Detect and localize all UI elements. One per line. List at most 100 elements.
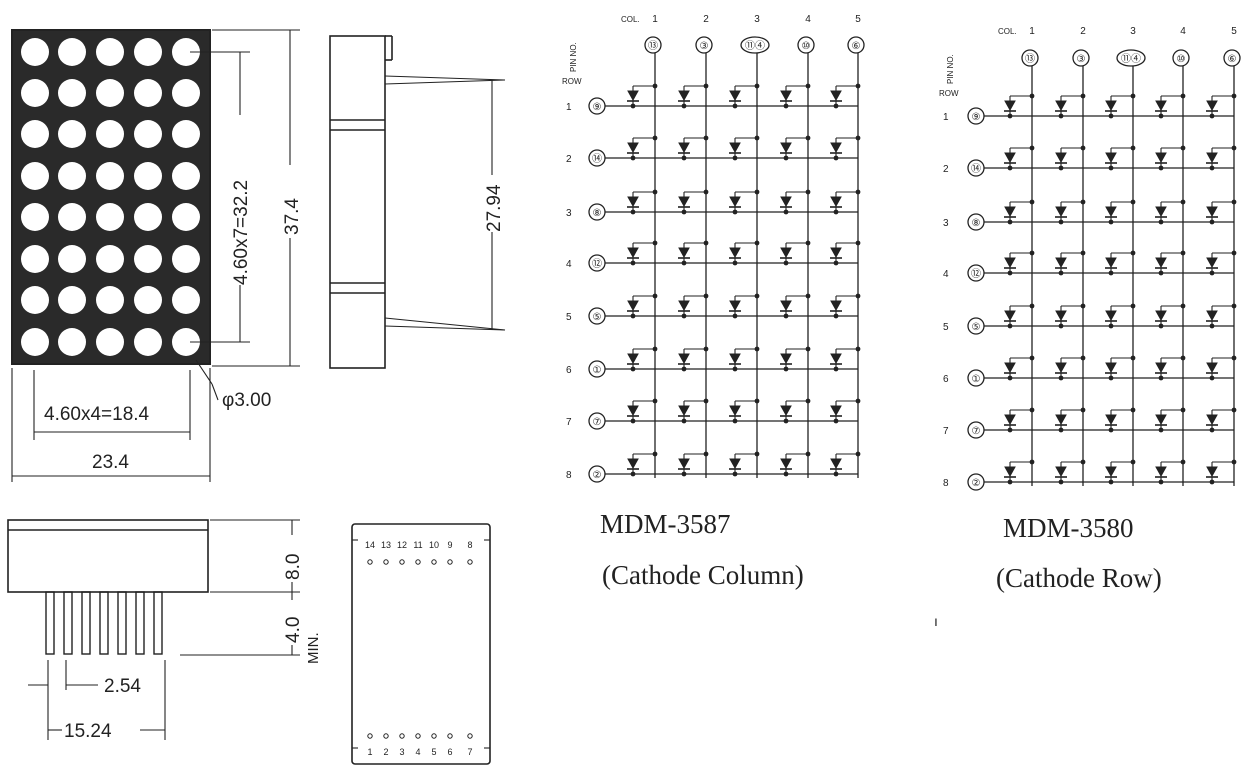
row-pin-number: ⑫: [971, 268, 981, 280]
junction-dot: [1209, 427, 1215, 433]
dim-pin-row-span: 15.24: [64, 721, 112, 742]
diode-symbol: [1105, 100, 1117, 112]
pin-label-bottom: 1: [367, 747, 372, 757]
diode-symbol: [729, 142, 741, 154]
junction-dot: [1130, 145, 1136, 151]
pin-hole: [383, 559, 389, 565]
row-number: 6: [943, 374, 949, 385]
row-pin-number: ⑧: [972, 218, 981, 229]
pin-leg: [99, 591, 109, 655]
junction-dot: [1007, 375, 1013, 381]
dim-height-total: 37.4: [282, 198, 303, 235]
junction-dot: [1209, 270, 1215, 276]
pin-hole: [367, 733, 373, 739]
pin-label-top: 12: [397, 540, 407, 550]
schematic-2-subtitle: (Cathode Row): [996, 563, 1162, 593]
junction-dot: [1029, 303, 1035, 309]
diode-symbol: [1004, 257, 1016, 269]
junction-dot: [833, 209, 839, 215]
junction-dot: [1231, 145, 1237, 151]
row-number: 5: [943, 322, 949, 333]
junction-dot: [1058, 219, 1064, 225]
dim-body-height: 8.0: [283, 554, 304, 580]
diode-symbol: [678, 353, 690, 365]
junction-dot: [754, 451, 760, 457]
junction-dot: [1108, 270, 1114, 276]
dim-row-pitch: 4.60x7=32.2: [231, 180, 252, 285]
row-pin-number: ⑨: [593, 102, 602, 113]
junction-dot: [1007, 113, 1013, 119]
matrix-dot: [134, 328, 162, 356]
junction-dot: [1209, 323, 1215, 329]
pin-hole: [431, 559, 437, 565]
row-number: 3: [943, 218, 949, 229]
junction-dot: [1029, 145, 1035, 151]
junction-dot: [732, 209, 738, 215]
pin-legs: [45, 591, 163, 655]
row-number: 6: [566, 365, 572, 376]
diode-symbol: [780, 196, 792, 208]
junction-dot: [1080, 93, 1086, 99]
row-number: 8: [566, 470, 572, 481]
diode-symbol: [1155, 100, 1167, 112]
col-pin-circle: [1021, 49, 1039, 67]
junction-dot: [630, 103, 636, 109]
junction-dot: [783, 313, 789, 319]
row-header-label: ROW: [562, 77, 582, 86]
junction-dot: [630, 155, 636, 161]
junction-dot: [754, 135, 760, 141]
diode-symbol: [1105, 257, 1117, 269]
diode-symbol: [830, 458, 842, 470]
junction-dot: [1058, 165, 1064, 171]
diode-symbol: [627, 142, 639, 154]
junction-dot: [1130, 459, 1136, 465]
row-pin-number: ⑧: [593, 208, 602, 219]
col-pin-circle: [644, 36, 662, 54]
junction-dot: [833, 313, 839, 319]
junction-dot: [1209, 165, 1215, 171]
diode-symbol: [1155, 466, 1167, 478]
diode-symbol: [678, 458, 690, 470]
diode-symbol: [627, 405, 639, 417]
matrix-dot: [58, 162, 86, 190]
diode-symbol: [1105, 362, 1117, 374]
junction-dot: [1080, 199, 1086, 205]
diode-symbol: [627, 458, 639, 470]
diode-symbol: [780, 90, 792, 102]
col-pin-number: ⑬: [648, 40, 658, 52]
pin-leg: [45, 591, 55, 655]
junction-dot: [1158, 323, 1164, 329]
row-pin-number: ①: [593, 365, 602, 376]
junction-dot: [1029, 355, 1035, 361]
diode-symbol: [1055, 362, 1067, 374]
junction-dot: [1180, 250, 1186, 256]
diode-symbol: [678, 142, 690, 154]
junction-dot: [1130, 199, 1136, 205]
col-pin-number: ③: [1077, 54, 1086, 65]
pin-leg: [117, 591, 127, 655]
junction-dot: [1180, 355, 1186, 361]
col-pin-number: ⑪④: [1121, 53, 1141, 65]
diode-symbol: [1155, 362, 1167, 374]
junction-dot: [1007, 323, 1013, 329]
junction-dot: [681, 209, 687, 215]
junction-dot: [855, 135, 861, 141]
junction-dot: [681, 260, 687, 266]
row-pin-number: ⑤: [972, 322, 981, 333]
col-pin-circle: [1116, 49, 1146, 67]
junction-dot: [630, 366, 636, 372]
diode-symbol: [1206, 206, 1218, 218]
side-body: [329, 35, 386, 369]
row-number: 4: [943, 269, 949, 280]
diode-symbol: [1105, 414, 1117, 426]
col-number: 4: [1180, 26, 1186, 37]
dim-col-pitch: 4.60x4=18.4: [44, 404, 150, 425]
pin-hole: [367, 559, 373, 565]
col-pin-circle: [1223, 49, 1241, 67]
junction-dot: [1080, 459, 1086, 465]
matrix-dot: [21, 162, 49, 190]
col-pin-number: ⑩: [802, 41, 811, 52]
diode-symbol: [1055, 100, 1067, 112]
